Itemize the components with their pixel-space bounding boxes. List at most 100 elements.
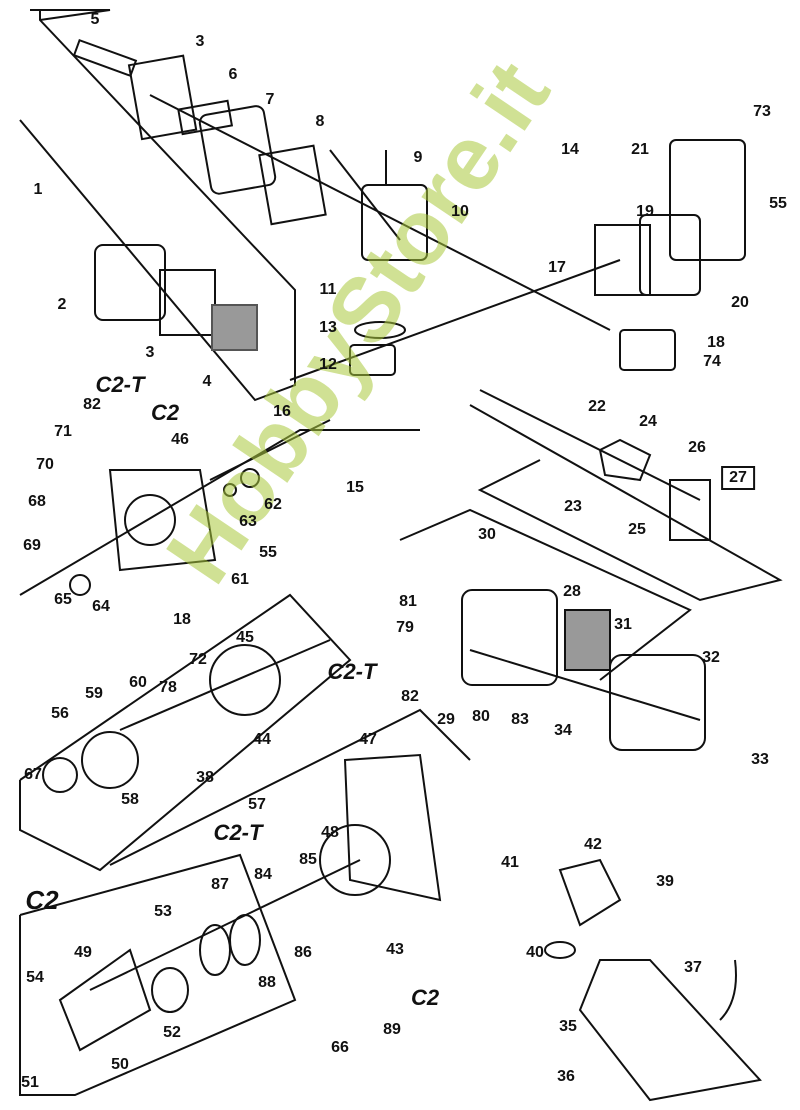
- part-label: 41: [501, 854, 519, 871]
- part-19-muffler: [639, 214, 701, 296]
- boundary-air-filter-group: [19, 10, 296, 402]
- axis-line: [329, 149, 401, 241]
- part-label: 78: [159, 679, 177, 696]
- part-12-piston: [349, 344, 396, 376]
- part-28-housing: [461, 589, 558, 686]
- part-label: 56: [51, 705, 69, 722]
- part-32-cover: [609, 654, 706, 751]
- axis-line: [119, 639, 331, 731]
- part-label: 79: [396, 619, 414, 636]
- part-label: 55: [259, 544, 277, 561]
- axis-line: [289, 259, 621, 381]
- part-label: 3: [145, 344, 155, 361]
- part-label: 10: [451, 203, 469, 220]
- boundary-upper: [30, 9, 111, 21]
- part-label: 80: [472, 708, 490, 725]
- part-label: 9: [413, 149, 423, 166]
- part-label: 85: [299, 851, 317, 868]
- part-3-gasket: [127, 54, 198, 141]
- part-label: 5: [90, 11, 100, 28]
- part-label: 24: [639, 413, 657, 430]
- part-62-bearing: [240, 468, 260, 488]
- part-17-gasket: [594, 224, 651, 296]
- part-label: 65: [54, 591, 72, 608]
- part-label: 62: [264, 496, 282, 513]
- part-label: 44: [253, 731, 271, 748]
- part-label: 43: [386, 941, 404, 958]
- part-label: 25: [628, 521, 646, 538]
- part-48-fan: [319, 824, 391, 896]
- part-21-cover: [669, 139, 746, 261]
- part-label: 69: [23, 537, 41, 554]
- part-53-shoe: [199, 924, 231, 976]
- part-label: 40: [526, 944, 544, 961]
- part-label: 59: [85, 685, 103, 702]
- part-58-pulley: [81, 731, 139, 789]
- axis-line: [469, 649, 701, 721]
- part-24-pump: [598, 438, 652, 482]
- part-label: 58: [121, 791, 139, 808]
- part-label: 67: [24, 766, 42, 783]
- part-label: 3: [195, 33, 205, 50]
- part-3-gasket: [159, 269, 216, 336]
- part-label: 38: [196, 769, 214, 786]
- part-label: 30: [478, 526, 496, 543]
- variant-label: C2-T: [95, 372, 145, 397]
- part-label: 46: [171, 431, 189, 448]
- variant-label: C2-T: [327, 659, 377, 684]
- part-63-seal: [223, 483, 237, 497]
- part-74: [619, 329, 676, 371]
- part-label: 8: [315, 113, 325, 130]
- part-label: 83: [511, 711, 529, 728]
- axis-line: [479, 389, 701, 501]
- part-label: 29: [437, 711, 455, 728]
- part-label: 37: [684, 959, 702, 976]
- part-7-plate: [198, 105, 277, 195]
- boundary-housing: [109, 708, 471, 866]
- part-label: 61: [231, 571, 249, 588]
- part-label: 15: [346, 479, 364, 496]
- part-49-drum: [58, 948, 152, 1052]
- part-label: 18: [707, 334, 725, 351]
- part-label: 6: [228, 66, 238, 83]
- part-35-fuel-tank: [578, 959, 762, 1102]
- part-label: 36: [557, 1068, 575, 1085]
- part-label: 73: [753, 103, 771, 120]
- part-65-bearing: [69, 574, 91, 596]
- part-label: 50: [111, 1056, 129, 1073]
- part-label: 42: [584, 836, 602, 853]
- part-10-cylinder: [361, 184, 428, 261]
- part-44-flywheel: [209, 644, 281, 716]
- part-label: 34: [554, 722, 572, 739]
- part-label: 4: [202, 373, 212, 390]
- boundary-crankcase: [19, 429, 420, 596]
- boundary-muffler: [399, 508, 692, 681]
- part-label: 2: [57, 296, 67, 313]
- part-2-filter-cover: [94, 244, 166, 321]
- part-label: 71: [54, 423, 72, 440]
- part-label: 20: [731, 294, 749, 311]
- part-5: [72, 38, 138, 78]
- part-label: 23: [564, 498, 582, 515]
- boundary-starter: [19, 593, 352, 872]
- part-6: [177, 99, 234, 136]
- part-label: 82: [401, 688, 419, 705]
- variant-label: C2: [410, 985, 440, 1010]
- part-label: 89: [383, 1021, 401, 1038]
- part-8-gasket: [258, 144, 327, 226]
- part-67-spring: [42, 757, 78, 793]
- variant-label: C2: [150, 400, 180, 425]
- part-label: 64: [92, 598, 110, 615]
- part-47-housing: [343, 753, 442, 902]
- part-label: 16: [273, 403, 291, 420]
- part-label: 60: [129, 674, 147, 691]
- axis-line: [209, 419, 331, 481]
- part-40-gasket: [544, 941, 576, 959]
- part-53-shoe: [229, 914, 261, 966]
- part-27-carburetor: [669, 479, 711, 541]
- part-label: 18: [173, 611, 191, 628]
- part-31-filter: [564, 609, 611, 671]
- part-label: 12: [319, 356, 337, 373]
- part-4-screen: [211, 304, 258, 351]
